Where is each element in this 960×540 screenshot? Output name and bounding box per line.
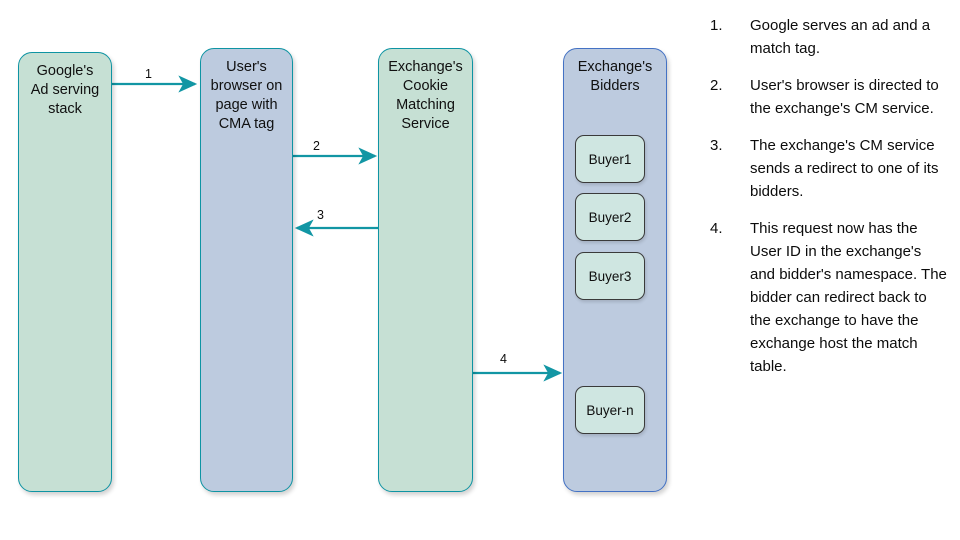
node-google-ad-serving-stack-label: Google's Ad serving stack [30,63,100,117]
buyer-box-buyer-n-label: Buyer-n [586,402,634,418]
buyer-box-buyer-n[interactable]: Buyer-n [575,386,645,434]
step-number: 3. [710,137,723,154]
buyer-box-buyer1[interactable]: Buyer1 [575,135,645,183]
step-number: 2. [710,77,723,94]
node-user-browser-label: User's browser on page with CMA tag [210,59,283,132]
step-text: The exchange's CM service sends a redire… [750,137,939,200]
step-text: Google serves an ad and a match tag. [750,17,931,57]
list-item: 2. User's browser is directed to the exc… [710,74,950,120]
step-text: User's browser is directed to the exchan… [750,77,939,117]
buyer-box-buyer3[interactable]: Buyer3 [575,252,645,300]
buyer-box-buyer3-label: Buyer3 [588,268,632,284]
arrow-1-label: 1 [145,67,152,81]
node-google-ad-serving-stack[interactable]: Google's Ad serving stack [18,52,112,492]
list-item: 3. The exchange's CM service sends a red… [710,134,950,203]
buyer-box-buyer1-label: Buyer1 [588,151,632,167]
node-exchange-cookie-matching-service[interactable]: Exchange's Cookie Matching Service [378,48,473,492]
step-text: This request now has the User ID in the … [750,220,947,375]
buyer-box-buyer2-label: Buyer2 [588,209,632,225]
arrow-4-label: 4 [500,352,507,366]
node-exchange-bidders-label: Exchange's Bidders [577,59,653,94]
node-exchange-cookie-matching-service-label: Exchange's Cookie Matching Service [388,59,463,132]
arrow-3-label: 3 [317,208,324,222]
arrow-2-label: 2 [313,139,320,153]
list-item: 4. This request now has the User ID in t… [710,217,950,378]
steps-list: 1. Google serves an ad and a match tag. … [710,14,950,392]
step-number: 1. [710,17,723,34]
buyer-box-buyer2[interactable]: Buyer2 [575,193,645,241]
node-user-browser[interactable]: User's browser on page with CMA tag [200,48,293,492]
step-number: 4. [710,220,723,237]
list-item: 1. Google serves an ad and a match tag. [710,14,950,60]
